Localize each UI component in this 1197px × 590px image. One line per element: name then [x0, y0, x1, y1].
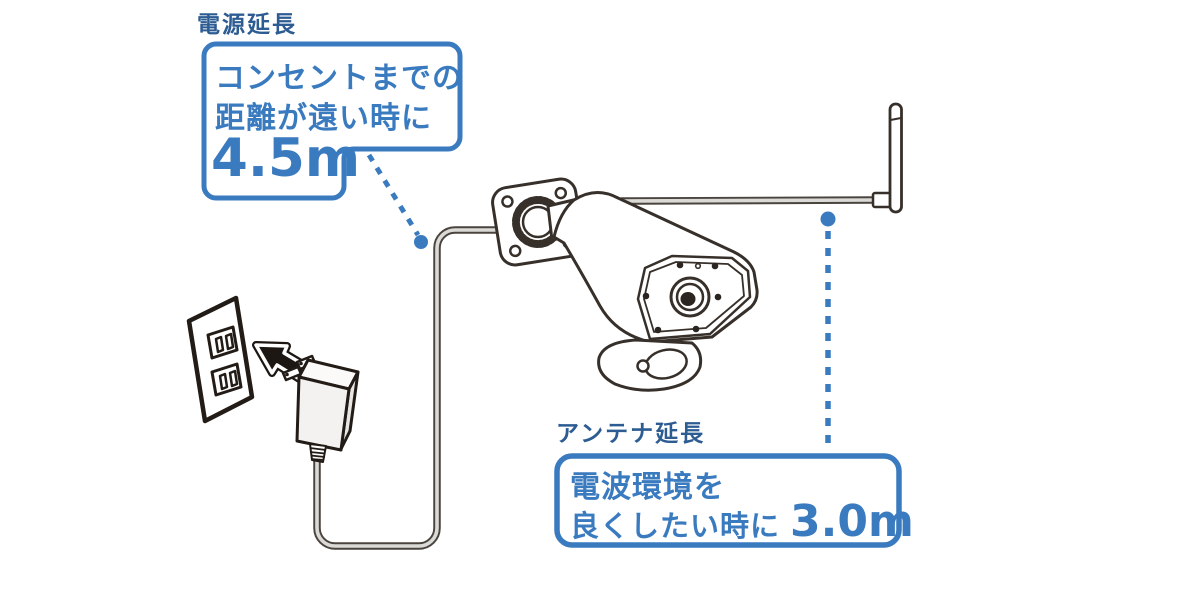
- power-extension-length: 4.5m: [211, 128, 361, 189]
- power-cable: [313, 226, 500, 550]
- antenna-extension-dot: [820, 211, 836, 227]
- security-camera-icon: [491, 177, 759, 392]
- antenna-extension-label: アンテナ延長: [556, 421, 706, 447]
- power-extension-dot: [414, 235, 428, 249]
- antenna-callout-line2: 良くしたい時に: [570, 509, 781, 543]
- power-extension-label: 電源延長: [197, 12, 297, 38]
- antenna-icon: [871, 102, 903, 214]
- power-extension-dashed-line: [366, 153, 421, 237]
- ac-adapter-icon: [281, 354, 360, 463]
- antenna-callout-line1: 電波環境を: [570, 470, 725, 505]
- power-callout-line1: コンセントまでの: [215, 61, 463, 96]
- antenna-extension-length: 3.0m: [790, 496, 914, 547]
- power-callout-line2: 距離が遠い時に: [215, 101, 432, 136]
- wall-outlet-icon: [186, 295, 255, 424]
- power-callout-box: [201, 41, 463, 201]
- antenna-callout-box: [554, 453, 902, 548]
